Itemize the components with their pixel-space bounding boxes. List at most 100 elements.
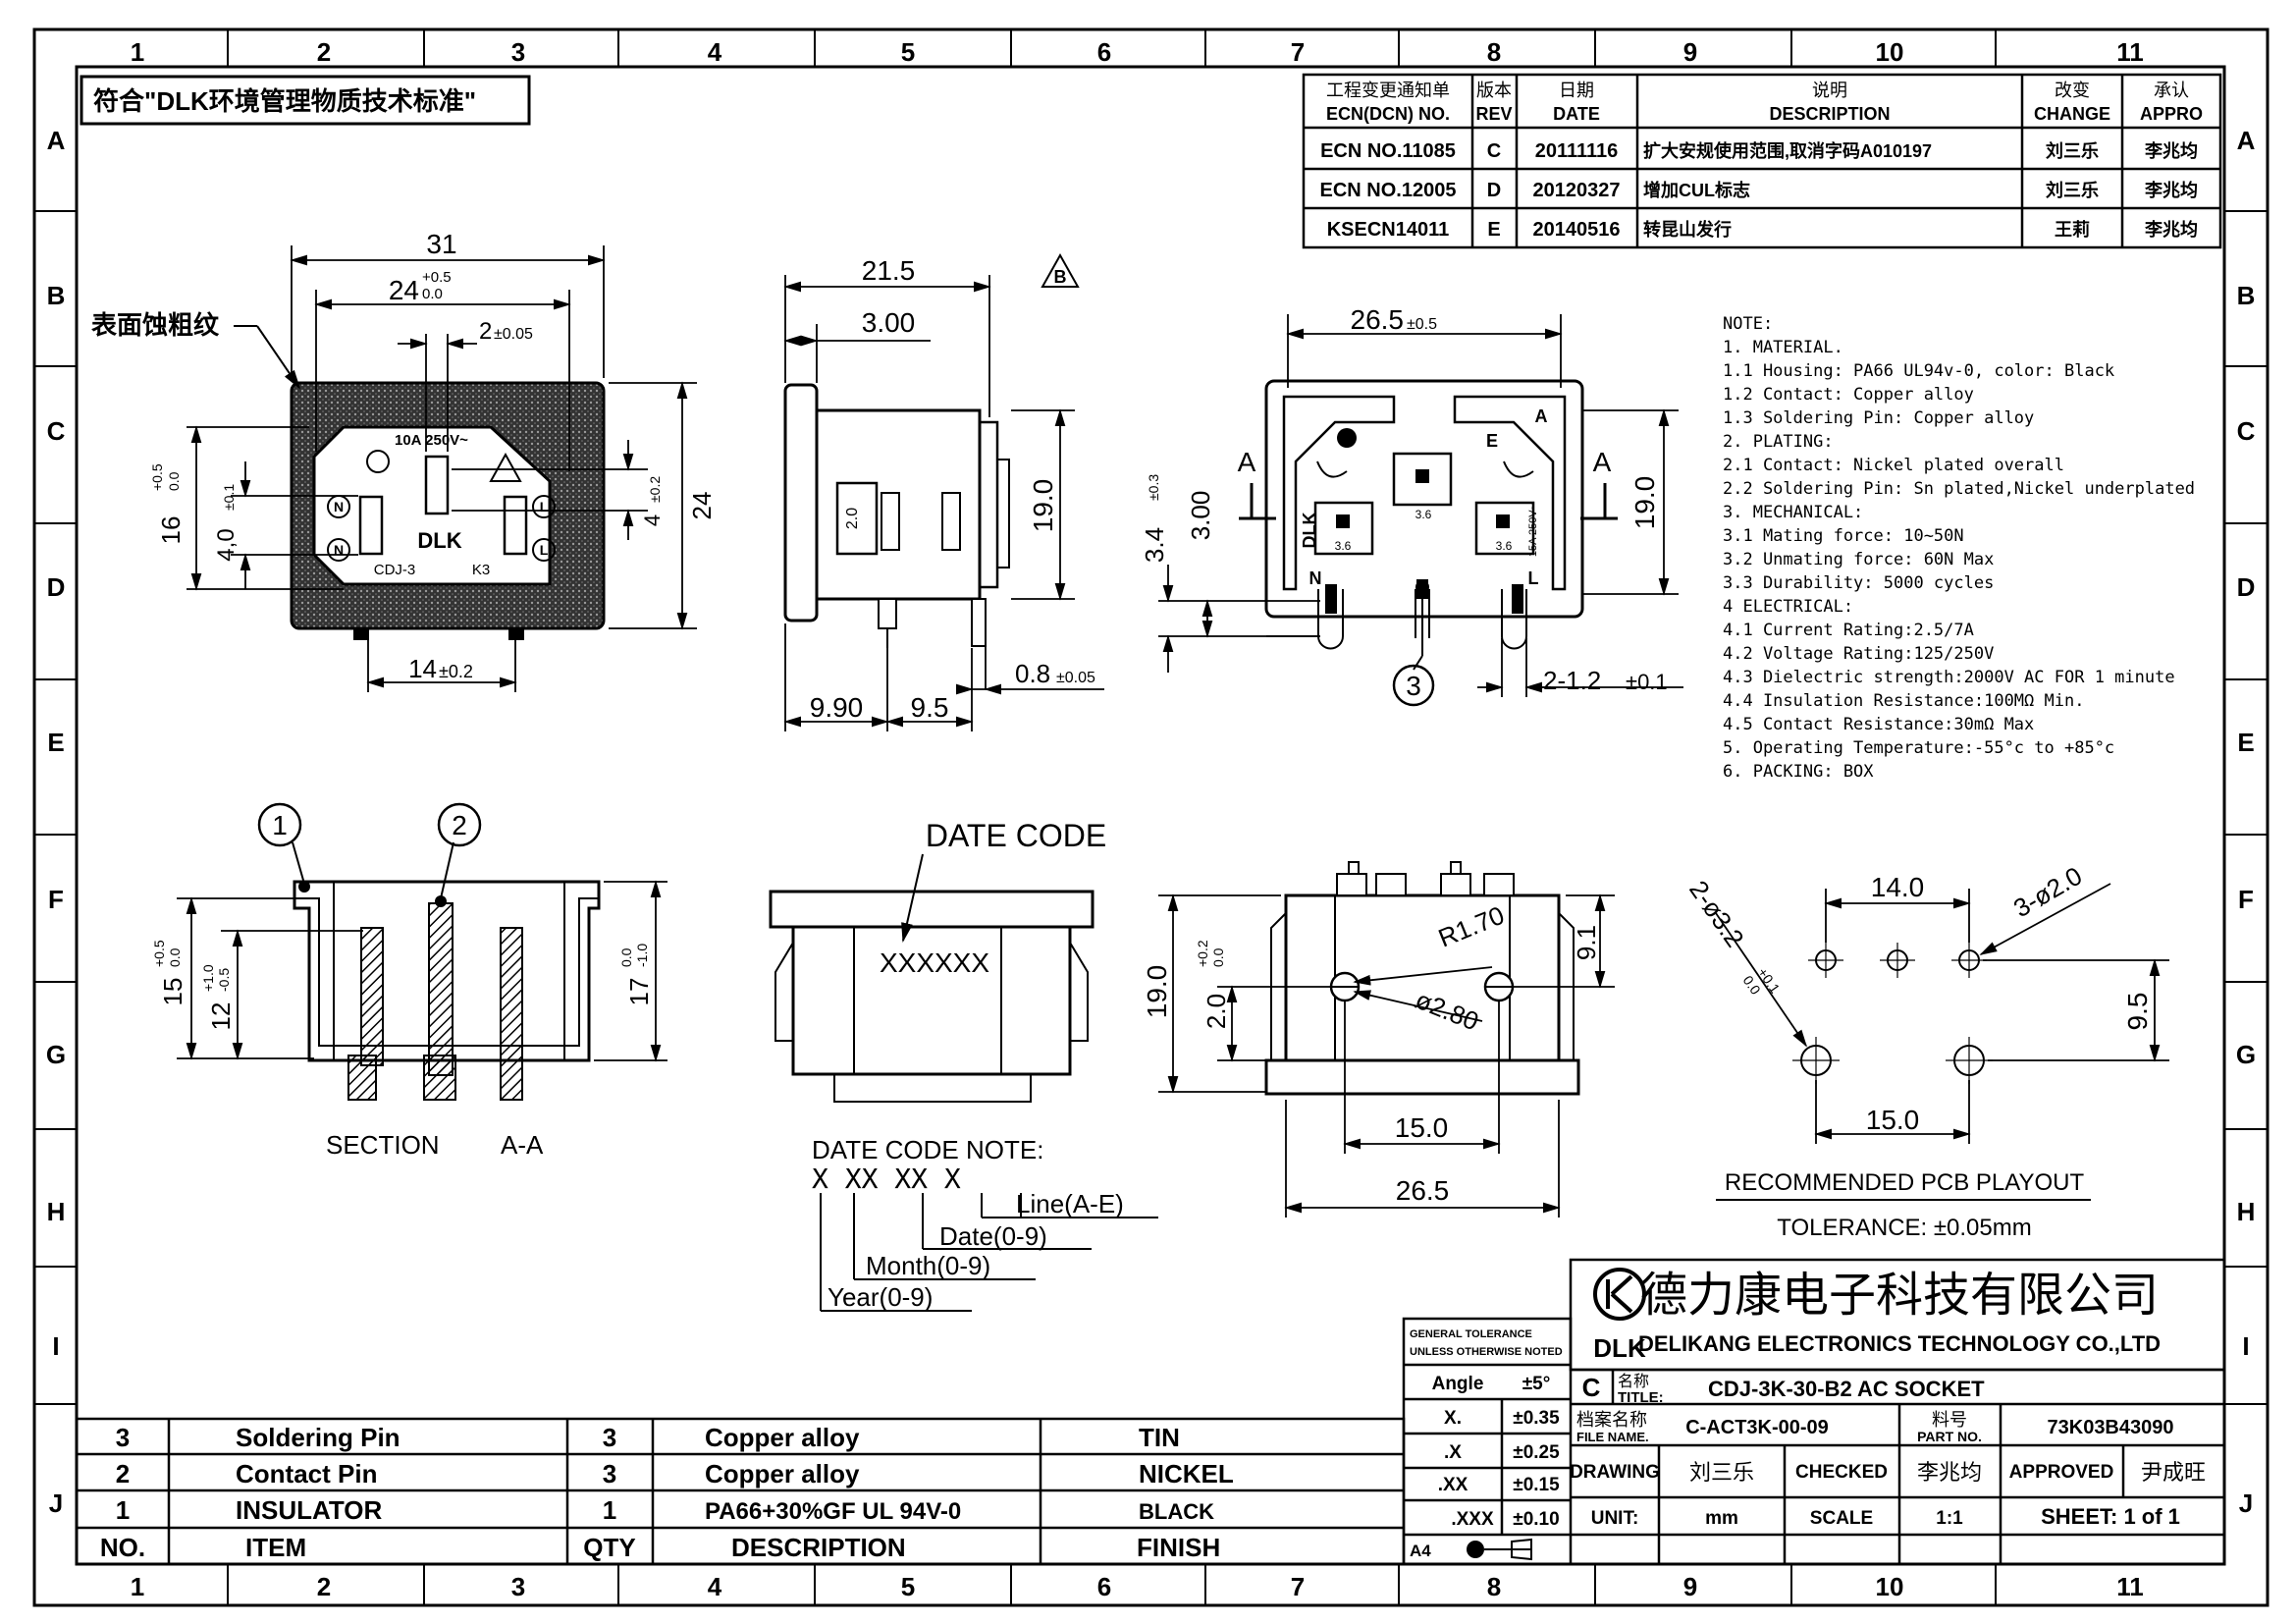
tol-key: Angle [1432,1374,1484,1394]
dim-16: 16 [156,516,186,545]
balloon-1 [257,802,302,847]
dim-3-00-rear: 3.00 [1186,491,1215,541]
pcb-title: RECOMMENDED PCB PLAYOUT [1725,1169,2085,1196]
date-code-view: XXXXXX DATE CODE DATE CODE NOTE: X XX XX… [769,818,1158,1312]
note-line: 4 ELECTRICAL: [1723,597,1853,617]
dim-tol: 0.0 [1210,947,1226,967]
ecn-desc: 扩大安规使用范围,取消字码A010197 [1643,140,1932,161]
bom-table: 3 Soldering Pin 3 Copper alloy TIN 2 Con… [75,1417,1406,1566]
desc-header-en: DESCRIPTION [1769,104,1890,124]
company-name-cn: 德力康电子科技有限公司 [1640,1270,2159,1322]
dim-14: 14 [408,654,437,683]
dim-tol: ±0.1 [1626,670,1668,694]
col-label: 5 [901,1572,915,1601]
front-solder-pin [353,628,369,640]
checked-by: 李兆均 [1917,1460,1982,1485]
dim-14-0-pcb: 14.0 [1871,872,1925,902]
col-label: 9 [1683,1572,1697,1601]
row-label: C [2237,416,2256,446]
date-code-line: Line(A-E) [1016,1189,1124,1218]
row-labels-right: A B C D E F G H I J [2236,126,2256,1518]
dim-tol: ±0.05 [1056,670,1095,686]
side-latch [978,420,999,589]
note-line: 4.4 Insulation Resistance:100MΩ Min. [1723,691,2084,711]
row-label: F [2238,885,2254,914]
notes-block: NOTE: 1. MATERIAL. 1.1 Housing: PA66 UL9… [1723,314,2195,782]
rear-pin-e: E [1486,431,1498,451]
tol-value: ±0.15 [1513,1475,1560,1495]
side-label-text: 2.0 [844,508,861,529]
col-label: 4 [708,37,722,67]
date-code-month: Month(0-9) [866,1251,990,1280]
dim-15-0-bottom: 15.0 [1395,1112,1449,1143]
pad-label: 3.6 [1335,539,1352,553]
front-rating: 10A 250V~ [395,432,468,449]
dim-15-0-pcb: 15.0 [1866,1105,1920,1135]
col-label: 7 [1291,37,1305,67]
balloon-2-label: 2 [452,810,467,840]
sheet-size: A4 [1410,1542,1431,1560]
bom-qty: 1 [603,1495,616,1525]
dim-tol: +1.0 [200,964,216,992]
desc-header-cn: 说明 [1812,81,1847,100]
section-marker-left: A [1238,447,1256,477]
row-label: G [46,1040,66,1069]
col-label: 9 [1683,37,1697,67]
rear-pin-n: N [1309,568,1322,588]
rear-dlk: DLK [1300,513,1319,549]
dim-19-0-bottom: 19.0 [1142,965,1172,1019]
note-line: 4.1 Current Rating:2.5/7A [1723,621,1974,640]
dim-r1-70: R1.70 [1434,900,1509,953]
dim-9-90: 9.90 [810,692,864,723]
dim-tol: ±0.2 [647,476,663,503]
dim-24-inner: 24 [389,275,419,305]
note-line: 6. PACKING: BOX [1723,762,1874,782]
side-slot [881,492,900,551]
ecn-rev: D [1487,180,1501,201]
balloon-1-label: 1 [272,810,288,840]
col-label: 2 [317,1572,331,1601]
dim-19-0-rear: 19.0 [1629,476,1660,530]
pin-n-label: N [334,542,344,558]
dim-2-1-2: 2-1.2 [1543,666,1601,695]
scale-value: 1:1 [1936,1508,1963,1529]
tol-key: .XXX [1451,1509,1494,1530]
gt-title: GENERAL TOLERANCE [1410,1328,1532,1340]
bom-desc: Copper alloy [705,1459,860,1489]
side-label-window [835,481,879,556]
dim-9-1: 9.1 [1572,925,1601,960]
ccc-mark-icon [366,450,390,473]
tol-value: ±0.25 [1513,1442,1560,1463]
dim-3-00: 3.00 [862,307,916,338]
dim-31: 31 [426,229,456,259]
appro-header-cn: 承认 [2154,81,2189,100]
tol-value: ±5° [1522,1374,1551,1394]
company-logo: DLK [1593,1333,1646,1363]
col-label: 11 [2116,37,2144,67]
dim-tol: 0.0 [422,286,443,302]
bom-finish: NICKEL [1139,1459,1234,1489]
pcb-tolerance: TOLERANCE: ±0.05mm [1777,1215,2031,1241]
front-model: CDJ-3 [374,562,416,578]
balloon-2 [437,802,482,847]
balloon-3-label: 3 [1406,671,1421,701]
row-label: A [47,126,66,155]
projection-symbol-icon [1467,1541,1484,1558]
company-name-en: DELIKANG ELECTRONICS TECHNOLOGY CO.,LTD [1638,1331,2161,1356]
title-rev: C [1582,1373,1601,1402]
pin-slot-e [424,455,450,515]
bom-header-no: NO. [100,1533,145,1562]
dim-tol: +0.5 [149,463,165,491]
dim-tol: ±0.05 [494,326,533,343]
bottom-view: 19.0 2.0 +0.2 0.0 R1.70 ø2.80 9.1 15.0 2… [1142,861,1615,1218]
bom-row: 2 Contact Pin 3 Copper alloy NICKEL [116,1459,1234,1489]
part-number: 73K03B43090 [2048,1417,2174,1438]
section-label-aa: A-A [501,1130,544,1160]
note-line: 2.2 Soldering Pin: Sn plated,Nickel unde… [1723,479,2195,499]
title-block: DLK 德力康电子科技有限公司 DELIKANG ELECTRONICS TEC… [1402,1258,2226,1566]
col-label: 1 [131,37,144,67]
file-label-cn: 档案名称 [1576,1410,1647,1430]
dim-d2-80: ø2.80 [1412,985,1483,1037]
dim-tol: +0.5 [151,940,167,967]
col-label: 10 [1876,37,1904,67]
